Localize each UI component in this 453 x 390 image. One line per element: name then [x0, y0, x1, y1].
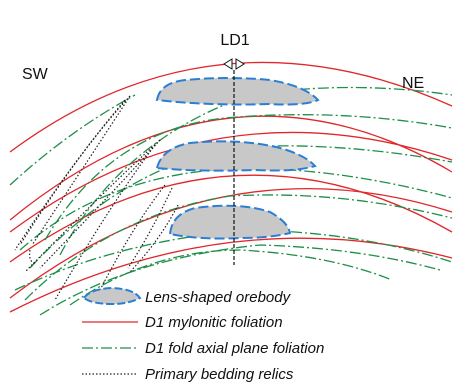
legend-item-bedding: Primary bedding relics [82, 366, 294, 383]
bedding-relic [24, 139, 161, 273]
orebodies [155, 77, 320, 240]
axis-label: LD1 [220, 32, 249, 49]
axial-foliation-line [9, 94, 136, 186]
axial-foliation-line [39, 244, 441, 316]
legend-item-orebody: Lens-shaped orebody [82, 286, 292, 306]
legend-label-axial: D1 fold axial plane foliation [145, 340, 324, 357]
legend-label-mylonitic: D1 mylonitic foliation [145, 314, 283, 331]
ne-direction-label: NE [402, 75, 424, 92]
orebody-lens-middle [155, 140, 317, 172]
mylonitic-line [9, 174, 453, 263]
legend-orebody-swatch-icon [82, 286, 142, 306]
bedding-relic [54, 144, 156, 301]
orebody-lens-upper [155, 77, 320, 106]
axial-plane-foliation-lines [9, 86, 453, 316]
axis-arrow-right-icon [235, 58, 245, 70]
legend-item-mylonitic: D1 mylonitic foliation [82, 314, 283, 331]
axis-arrow-left-icon [223, 58, 233, 70]
legend-label-bedding: Primary bedding relics [145, 366, 294, 383]
mylonitic-line [9, 61, 453, 153]
sw-direction-label: SW [22, 66, 49, 83]
mylonitic-line [9, 131, 453, 233]
legend: Lens-shaped orebody D1 mylonitic foliati… [82, 286, 324, 383]
axial-foliation-line [44, 114, 453, 241]
legend-label-orebody: Lens-shaped orebody [145, 289, 292, 306]
bedding-relic [31, 95, 131, 246]
bedding-relics [14, 95, 179, 301]
orebody-lens-lower [168, 204, 292, 240]
bedding-relic [129, 204, 179, 273]
fold-axis [223, 58, 245, 265]
bedding-relic [19, 95, 131, 246]
axial-foliation-line [24, 194, 453, 301]
axial-foliation-line [69, 249, 393, 306]
legend-item-axial: D1 fold axial plane foliation [82, 340, 324, 357]
